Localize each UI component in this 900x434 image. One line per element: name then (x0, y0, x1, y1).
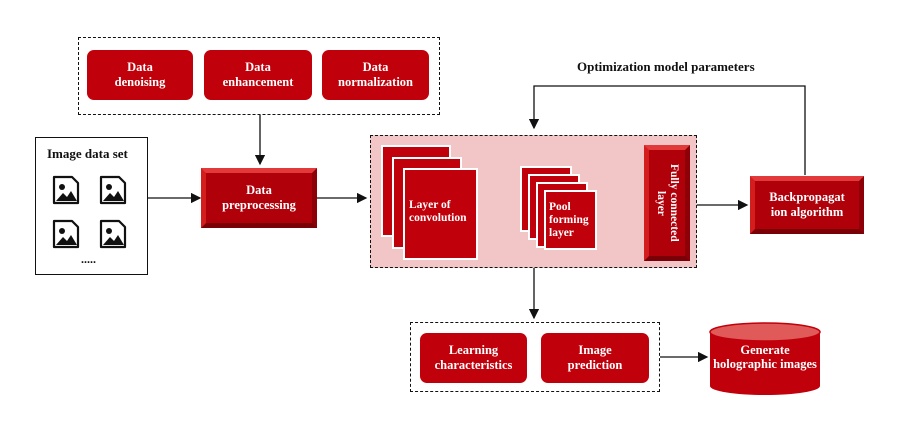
fully-connected-layer: Fully connected layer (644, 145, 690, 261)
output-group (410, 322, 660, 392)
image-dataset-box (35, 137, 148, 275)
image-dataset-title: Image data set (47, 146, 128, 161)
conv-layer-card (403, 168, 478, 260)
backpropagation-box: Backpropagat ion algorithm (750, 176, 864, 234)
data-denoising-box: Data denoising (87, 50, 193, 100)
pool-layer-label: Pool forming layer (549, 201, 589, 239)
image-file-icon (52, 219, 80, 249)
image-prediction-box: Image prediction (541, 333, 649, 383)
more-images-ellipsis: ..... (81, 252, 96, 266)
holographic-images-label: Generate holographic images (713, 343, 817, 371)
data-preprocessing-box: Data preprocessing (201, 168, 317, 228)
data-enhancement-box: Data enhancement (204, 50, 312, 100)
conv-layer-label: Layer of convolution (409, 199, 467, 224)
holographic-images-cylinder (709, 322, 821, 395)
preprocessing-methods-group (78, 37, 440, 115)
fully-connected-label: Fully connected layer (655, 164, 680, 242)
learning-characteristics-box: Learning characteristics (420, 333, 527, 383)
image-file-icon (52, 175, 80, 205)
pool-layer-card (544, 190, 597, 250)
feedback-loop-line (528, 85, 806, 175)
feedback-label: Optimization model parameters (577, 59, 755, 74)
data-normalization-box: Data normalization (322, 50, 429, 100)
image-file-icon (99, 219, 127, 249)
image-file-icon (99, 175, 127, 205)
